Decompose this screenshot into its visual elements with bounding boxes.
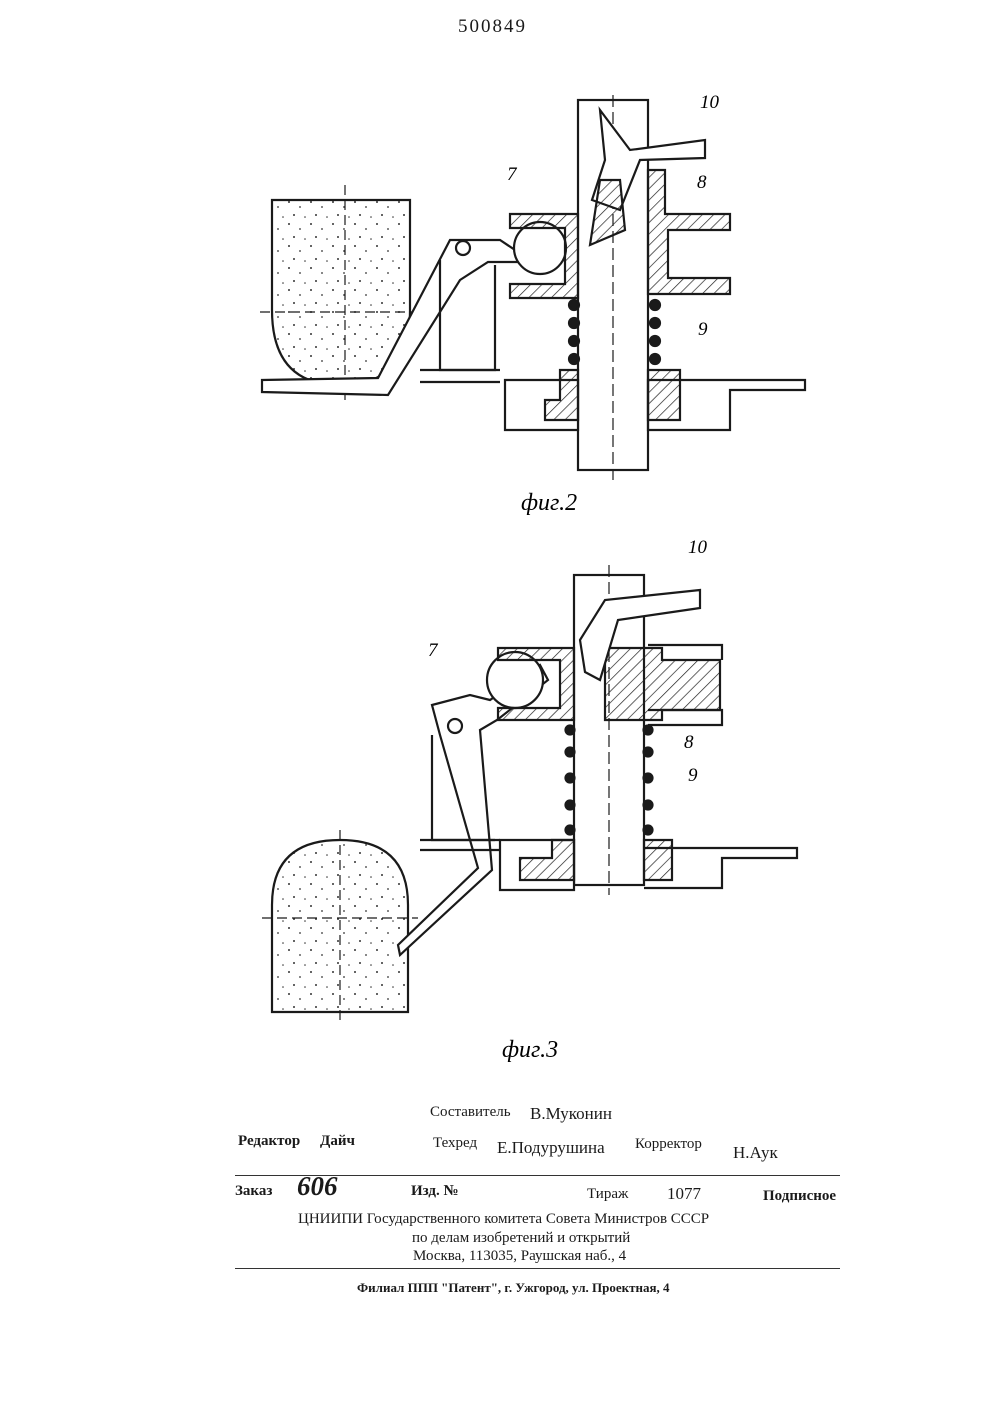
org-line-1: ЦНИИПИ Государственного комитета Совета …	[298, 1211, 709, 1228]
order-number: 606	[297, 1171, 338, 1202]
techred-label: Техред	[433, 1135, 477, 1152]
separator-rule-2	[235, 1268, 840, 1269]
editor-name: Дайч	[320, 1133, 355, 1150]
org-line-2: по делам изобретений и открытий	[412, 1230, 630, 1247]
org-line-3: Москва, 113035, Раушская наб., 4	[413, 1248, 626, 1265]
fig3-label-10: 10	[688, 537, 708, 558]
fig3-label-9: 9	[688, 765, 698, 786]
fig3-caption: фиг.3	[502, 1037, 558, 1063]
fig3-label-8: 8	[684, 732, 694, 753]
order-label: Заказ	[235, 1183, 272, 1200]
techred-name: Е.Подурушина	[497, 1138, 605, 1158]
corrector-name: Н.Аук	[733, 1143, 778, 1163]
corrector-label: Корректор	[635, 1136, 702, 1153]
print-run: 1077	[667, 1184, 701, 1204]
issue-label: Изд. №	[411, 1183, 459, 1200]
print-run-label: Тираж	[587, 1186, 628, 1203]
branch-address: Филиал ППП "Патент", г. Ужгород, ул. Про…	[357, 1280, 670, 1296]
editor-label: Редактор	[238, 1133, 300, 1150]
compiler-label: Составитель	[430, 1104, 511, 1121]
compiler-name: В.Муконин	[530, 1104, 612, 1124]
subscription: Подписное	[763, 1188, 836, 1205]
fig3-label-7: 7	[428, 640, 439, 661]
